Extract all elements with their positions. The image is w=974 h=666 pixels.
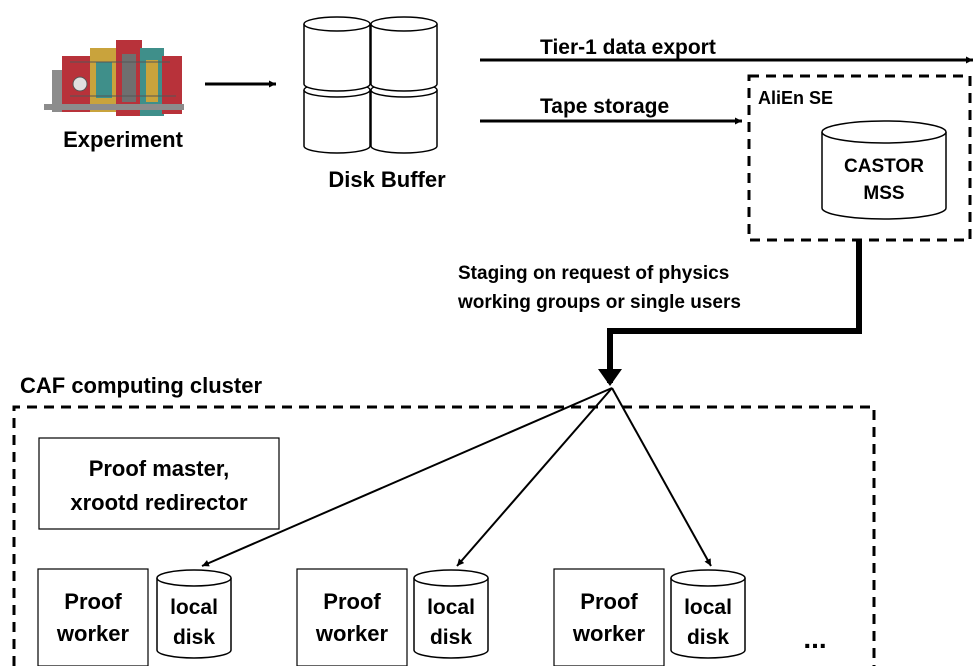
castor-mss-cylinder — [821, 120, 947, 220]
worker-node: Proof worker local disk — [296, 568, 489, 666]
proof-master-line2: xrootd redirector — [70, 490, 248, 515]
proof-master-box — [38, 437, 280, 530]
distribution-arrow-1 — [201, 387, 613, 567]
proof-worker-line2: worker — [56, 621, 130, 646]
proof-worker-line1: Proof — [323, 589, 381, 614]
local-disk-cylinder — [670, 569, 746, 659]
local-disk-line2: disk — [430, 626, 472, 649]
proof-worker-box — [37, 568, 149, 666]
tier1-export-label: Tier-1 data export — [540, 36, 716, 59]
alien-se-label: AliEn SE — [758, 88, 833, 108]
detector-icon — [44, 40, 184, 116]
proof-worker-line1: Proof — [580, 589, 638, 614]
distribution-arrow-2 — [456, 387, 613, 567]
proof-master-line1: Proof master, — [89, 456, 230, 481]
disk-buffer-label: Disk Buffer — [328, 167, 446, 192]
proof-worker-line2: worker — [315, 621, 389, 646]
proof-worker-box — [296, 568, 408, 666]
local-disk-cylinder — [156, 569, 232, 659]
local-disk-line2: disk — [687, 626, 729, 649]
disk-buffer-icon — [303, 16, 438, 154]
caf-cluster-label: CAF computing cluster — [20, 373, 262, 398]
proof-worker-line2: worker — [572, 621, 646, 646]
proof-worker-line1: Proof — [64, 589, 122, 614]
staging-arrowhead — [598, 369, 622, 386]
local-disk-line1: local — [170, 596, 218, 619]
worker-node: Proof worker local disk — [37, 568, 232, 666]
distribution-arrow-3 — [611, 387, 712, 567]
local-disk-line1: local — [684, 596, 732, 619]
tape-storage-label: Tape storage — [540, 95, 669, 118]
experiment-label: Experiment — [63, 127, 183, 152]
local-disk-line1: local — [427, 596, 475, 619]
castor-label: CASTOR — [844, 156, 924, 177]
worker-node: Proof worker local disk — [553, 568, 746, 666]
local-disk-line2: disk — [173, 626, 215, 649]
local-disk-cylinder — [413, 569, 489, 659]
more-workers-ellipsis: ... — [803, 623, 826, 654]
staging-path — [607, 240, 862, 383]
mss-label: MSS — [863, 183, 904, 204]
staging-label-line2: working groups or single users — [457, 292, 741, 313]
caf-cluster-box — [12, 405, 876, 666]
proof-worker-box — [553, 568, 665, 666]
staging-label-line1: Staging on request of physics — [458, 263, 729, 284]
